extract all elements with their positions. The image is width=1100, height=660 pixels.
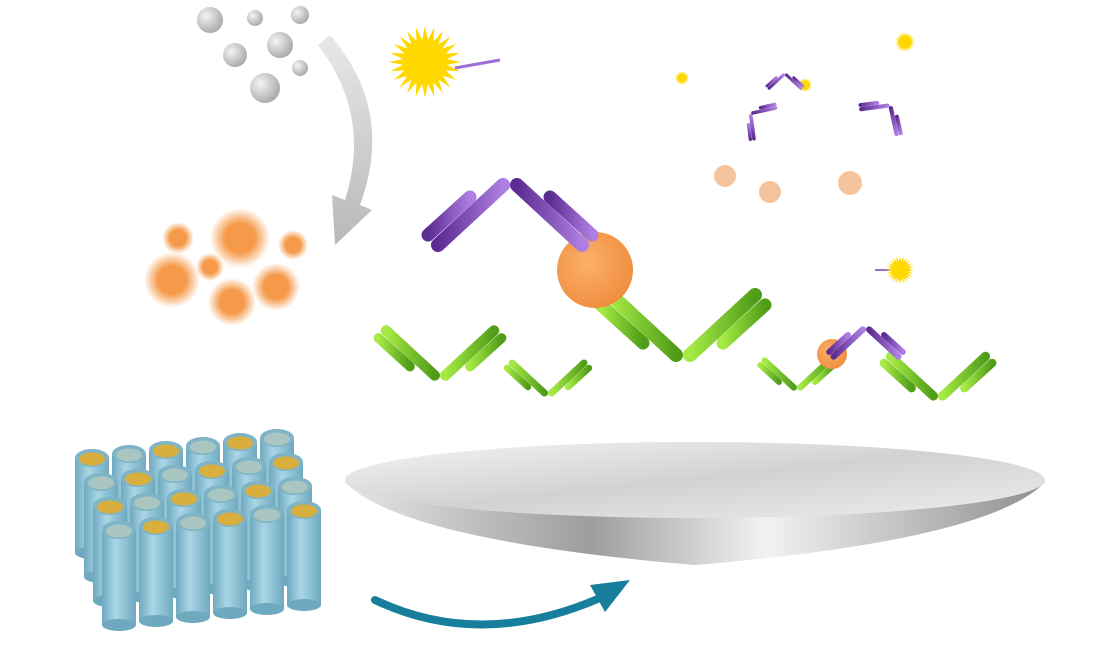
microplate-icon [75,429,321,631]
detection-antibody [826,259,906,360]
curved-arrow-icon [318,35,373,245]
free-detection-antibody [717,89,778,141]
bound-antigen [557,232,633,308]
orange-particle [252,263,300,311]
free-antigen-particles [714,165,862,203]
free-antigen [838,171,862,195]
gray-particle [292,60,308,76]
free-antigen [714,165,736,187]
orange-particle [196,253,224,281]
sun-label-icon [886,256,914,284]
gray-particle [267,32,293,58]
capture-antibody [503,359,593,471]
capture-antibody [594,288,772,511]
capture-antibody [373,325,507,493]
sun-label-icon [895,32,915,52]
antibodies [373,26,997,511]
orange-particle [208,278,256,326]
plate-well [287,501,321,611]
plate-well [102,521,136,631]
orange-particles [144,208,308,326]
gray-particle [197,7,223,33]
plate-well [176,513,210,623]
capture-antibody [757,357,837,458]
curved-teal-arrow-icon [371,580,630,629]
plate-well [213,509,247,619]
orange-particle [144,252,200,308]
gray-particle [250,73,280,103]
plate-well [139,517,173,627]
gray-particle [223,43,247,67]
sun-label-icon [389,26,461,98]
free-detection-antibody [765,40,805,90]
free-detection-antibody [858,67,919,137]
plate-well [250,505,284,615]
orange-particle [278,230,308,260]
sun-label-icon [675,71,689,85]
capture-antibody [879,351,997,499]
orange-particle [162,222,194,254]
gray-particles [197,6,309,103]
orange-particle [210,208,270,268]
gray-particle [247,10,263,26]
detection-antibody [421,29,599,252]
gray-particle [291,6,309,24]
free-antigen [759,181,781,203]
